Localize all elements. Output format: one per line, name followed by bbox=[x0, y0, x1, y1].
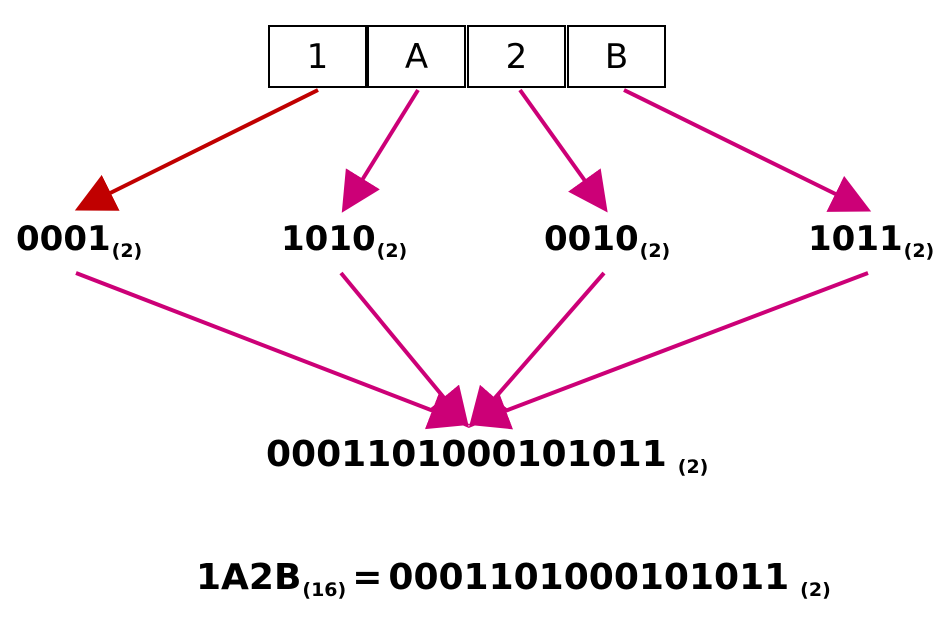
result-base: (2) bbox=[677, 455, 709, 478]
nibble-base: (2) bbox=[639, 239, 671, 262]
nibble-3: 0010(2) bbox=[544, 222, 670, 261]
equation-lhs-base: (16) bbox=[302, 578, 347, 601]
hex-digit-cell: B bbox=[567, 25, 666, 88]
nibble-base: (2) bbox=[111, 239, 143, 262]
result-bits: 0001101000101011 bbox=[266, 434, 667, 475]
hex-digit-cell: 1 bbox=[268, 25, 367, 88]
equation-rhs: 0001101000101011 bbox=[388, 557, 790, 598]
nibble-4: 1011(2) bbox=[808, 222, 934, 261]
hex-digit-cell: A bbox=[367, 25, 466, 88]
nibble-1: 0001(2) bbox=[16, 222, 142, 261]
arrow-nibble-4-to-result bbox=[468, 271, 869, 430]
arrow-hex-1-to-nibble bbox=[74, 88, 319, 211]
nibble-bits: 0001 bbox=[16, 219, 111, 259]
arrow-nibble-1-to-result bbox=[75, 271, 470, 430]
arrow-hex-a-to-nibble bbox=[341, 88, 420, 213]
nibble-bits: 1010 bbox=[281, 219, 376, 259]
equals-sign: = bbox=[352, 557, 383, 598]
nibble-base: (2) bbox=[376, 239, 408, 262]
nibble-2: 1010(2) bbox=[281, 222, 407, 261]
nibble-bits: 1011 bbox=[808, 219, 903, 259]
arrow-nibble-2-to-result bbox=[339, 271, 470, 429]
equation-rhs-base: (2) bbox=[800, 578, 831, 601]
equation-lhs: 1A2B bbox=[196, 557, 302, 598]
binary-result: 0001101000101011 (2) bbox=[266, 437, 708, 477]
arrow-hex-b-to-nibble bbox=[623, 88, 872, 212]
arrow-hex-2-to-nibble bbox=[518, 88, 608, 213]
hex-digit-cell: 2 bbox=[467, 25, 566, 88]
conversion-equation: 1A2B(16)=0001101000101011 (2) bbox=[196, 560, 831, 600]
nibble-bits: 0010 bbox=[544, 219, 639, 259]
nibble-base: (2) bbox=[903, 239, 935, 262]
